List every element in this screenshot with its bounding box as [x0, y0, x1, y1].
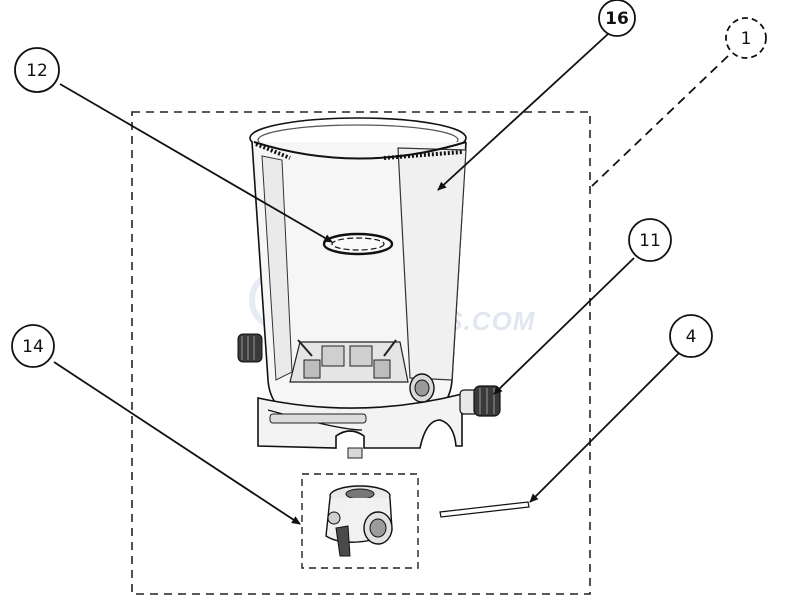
callout-12: 12 — [14, 47, 60, 93]
leader-1 — [591, 55, 729, 187]
callout-11: 11 — [628, 218, 672, 262]
callout-1: 1 — [725, 17, 767, 59]
assembly-outline — [131, 111, 591, 595]
leader-16 — [437, 33, 609, 191]
callout-1-label: 1 — [741, 29, 752, 49]
leader-14 — [53, 361, 301, 525]
leader-4 — [529, 349, 683, 503]
internal-manifold — [289, 339, 409, 383]
leader-12 — [59, 83, 333, 243]
callout-4: 4 — [669, 314, 713, 358]
callout-16: 16 — [598, 0, 636, 37]
callout-14-label: 14 — [22, 337, 44, 357]
ring-seal — [322, 232, 394, 256]
valve — [325, 485, 393, 557]
filter-tank-body — [237, 117, 467, 459]
tube-rod — [439, 501, 530, 518]
leader-11 — [493, 257, 635, 395]
left-port-fitting — [237, 333, 263, 363]
callout-14: 14 — [11, 324, 55, 368]
callout-11-label: 11 — [639, 231, 661, 251]
callout-12-label: 12 — [26, 61, 48, 81]
callout-16-label: 16 — [605, 9, 629, 29]
valve-subassembly-outline — [301, 473, 419, 569]
callout-4-label: 4 — [686, 327, 697, 347]
leader-lines — [53, 33, 729, 525]
drain-cap — [459, 385, 501, 417]
